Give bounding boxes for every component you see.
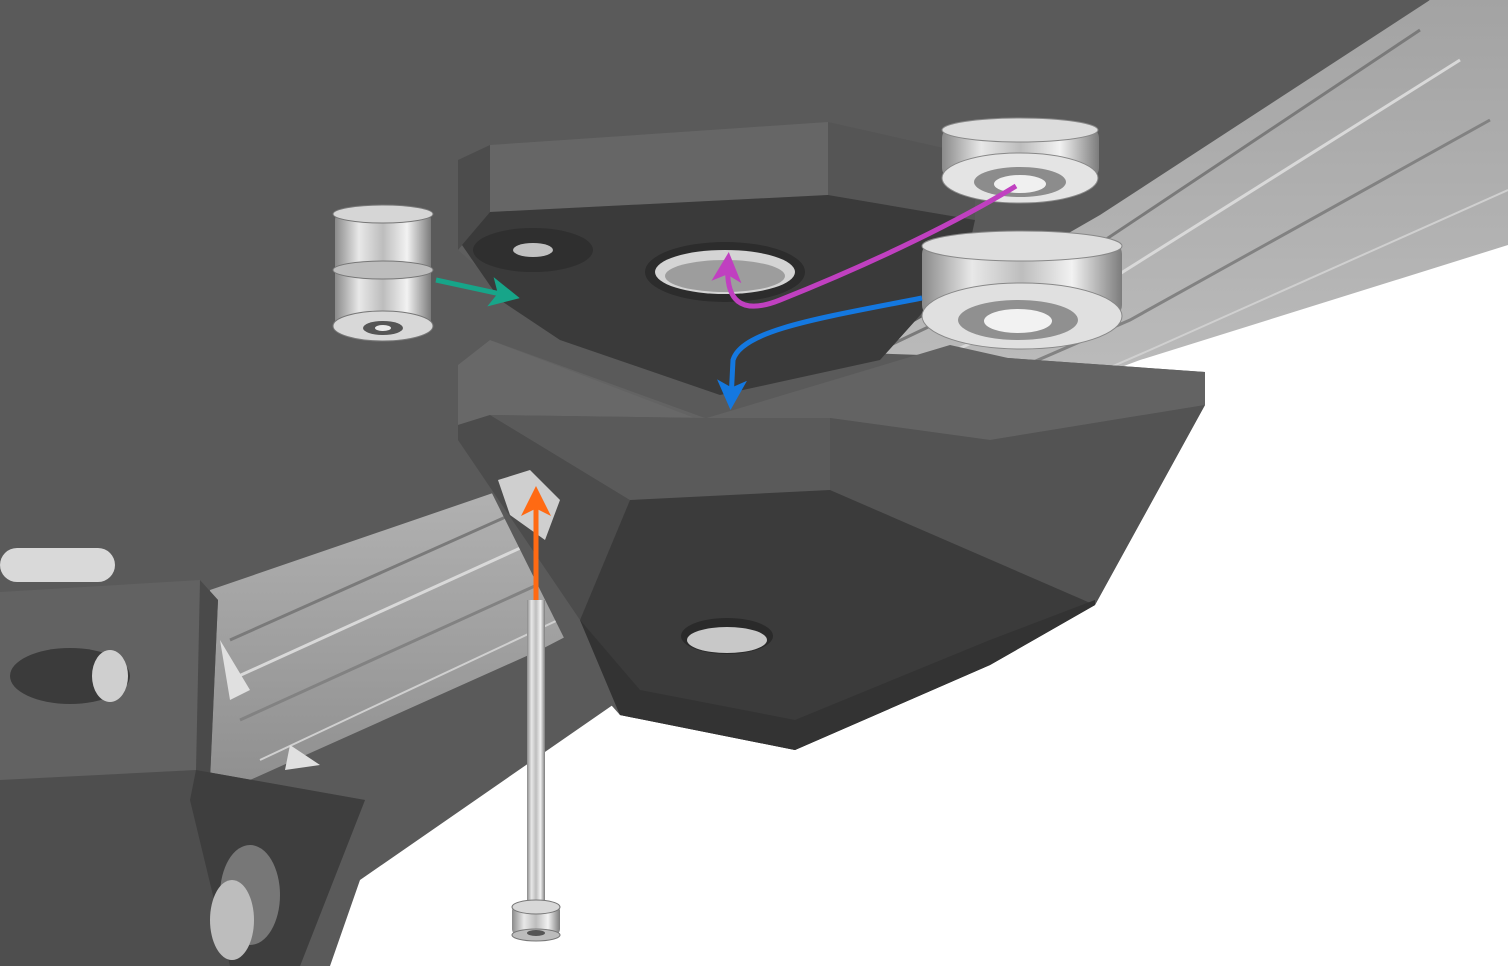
arrow-small-bearing: [711, 183, 1018, 309]
arrow-idler: [435, 277, 520, 307]
arrow-large-bearing: [717, 295, 923, 410]
large-bearing: [921, 230, 1123, 350]
lower-mount-block: [458, 340, 1205, 750]
flanged-idler-pulley: [332, 204, 434, 342]
upper-mount-block: [458, 122, 975, 395]
socket-head-bolt: [511, 600, 561, 942]
corner-bracket: [0, 548, 365, 966]
small-bearing: [941, 117, 1099, 204]
